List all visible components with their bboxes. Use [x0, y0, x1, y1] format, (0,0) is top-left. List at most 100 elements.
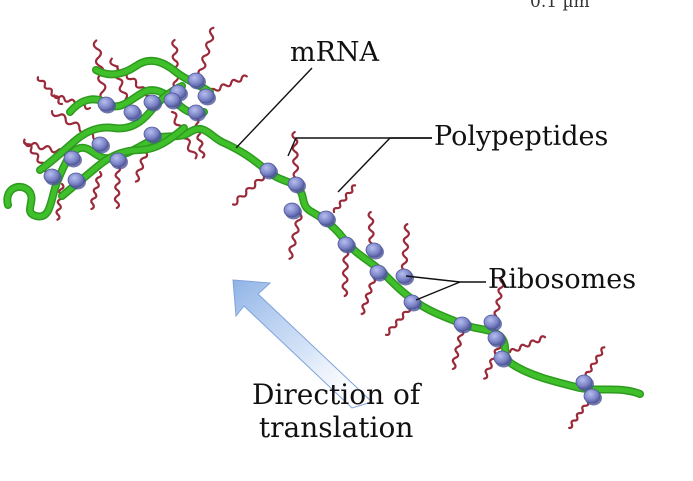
ribosome	[63, 150, 82, 168]
ribosome	[583, 388, 602, 406]
polypeptide-chain	[384, 306, 412, 337]
polypeptide-chain	[400, 223, 410, 272]
direction-arrow	[232, 279, 373, 409]
mrna-leader-line	[235, 67, 313, 149]
ribosome	[259, 162, 278, 180]
ribosome	[287, 176, 306, 194]
ribosome	[365, 242, 384, 260]
ribosome-body	[259, 162, 277, 178]
ribosome-body	[369, 264, 387, 280]
ribosome	[487, 330, 506, 348]
ribosome	[337, 236, 356, 254]
ribosome-body	[123, 104, 141, 120]
ribosomes-leader-line-1	[405, 275, 486, 283]
polypeptide-chain	[36, 76, 64, 106]
ribosome	[123, 104, 142, 122]
ribosome-body	[43, 168, 61, 184]
ribosome-body	[575, 374, 593, 390]
ribosome-body	[453, 316, 471, 332]
polypeptide-chain	[171, 38, 180, 90]
polypeptide-chain	[341, 248, 350, 298]
ribosome	[163, 92, 182, 110]
polypeptide-chain	[50, 110, 102, 142]
ribosome	[43, 168, 62, 186]
direction-label-line1: Direction of	[252, 378, 421, 411]
ribosome-body	[109, 152, 127, 168]
ribosome	[575, 374, 594, 392]
ribosome-body	[403, 294, 421, 310]
ribosome-body	[337, 236, 355, 252]
direction-label-line2: translation	[258, 411, 414, 445]
ribosome-body	[187, 104, 205, 120]
ribosome	[453, 316, 472, 334]
ribosome-body	[143, 126, 161, 142]
ribosome	[109, 152, 128, 170]
ribosome	[67, 172, 86, 190]
polypeptide-chains	[22, 26, 606, 430]
ribosome-body	[287, 176, 305, 192]
ribosomes-label: Ribosomes	[488, 264, 637, 295]
ribosome-body	[163, 92, 181, 108]
leader-lines	[235, 67, 486, 301]
scale-label: 0.1 µm	[530, 0, 590, 12]
ribosome-body	[317, 210, 335, 226]
polypeptide-chain	[208, 74, 248, 94]
polypeptide-chain	[360, 276, 377, 316]
ribosome-body	[67, 172, 85, 188]
ribosome	[395, 268, 414, 286]
polypeptide-chain	[483, 342, 502, 380]
ribosome-body	[91, 136, 109, 152]
polypeptide-chain	[197, 26, 215, 78]
ribosome-body	[187, 72, 205, 88]
ribosome-body	[197, 88, 215, 104]
ribosome-group	[43, 72, 602, 406]
ribosome	[493, 350, 512, 368]
ribosome	[91, 136, 110, 154]
polypeptide-chain	[90, 170, 103, 211]
ribosome-body	[483, 314, 501, 330]
polypeptide-chain	[288, 212, 303, 260]
ribosomes-leader-line-2	[415, 281, 461, 301]
ribosome	[197, 88, 216, 106]
polypeptide-chain	[584, 346, 606, 378]
ribosome	[369, 264, 388, 282]
ribosome	[483, 314, 502, 332]
ribosome	[97, 96, 116, 114]
ribosome-body	[583, 388, 601, 404]
polypeptide-chain	[194, 116, 206, 159]
mrna-label: mRNA	[290, 37, 380, 68]
mrna-strand-shadow-1	[3, 124, 644, 398]
direction-label: Direction of translation	[252, 378, 420, 444]
mrna-strand-segment-2	[67, 87, 207, 117]
polypeptide-chain	[451, 328, 465, 371]
mrna-strand-segment-1	[4, 126, 643, 397]
ribosome	[143, 94, 162, 112]
polypeptide-chain	[493, 275, 505, 318]
polypeptides-leader-line-1	[287, 137, 432, 157]
polypeptides-leader-line-2	[337, 137, 432, 193]
ribosome	[187, 72, 206, 90]
ribosome-body	[143, 94, 161, 110]
ribosome-body	[493, 350, 511, 366]
ribosome	[317, 210, 336, 228]
ribosome-body	[365, 242, 383, 258]
ribosome-body	[63, 150, 81, 166]
polypeptide-chain	[113, 164, 122, 210]
ribosome	[187, 104, 206, 122]
polypeptides-label: Polypeptides	[434, 121, 609, 152]
ribosome	[283, 202, 302, 220]
ribosome-body	[283, 202, 301, 218]
polypeptide-chain	[53, 94, 92, 111]
polypeptide-chain	[332, 184, 357, 214]
ribosome-body	[97, 96, 115, 112]
polypeptide-chain	[109, 57, 130, 108]
polypeptide-chain	[55, 182, 65, 221]
ribosome-body	[487, 330, 505, 346]
polypeptide-chain	[508, 335, 547, 354]
ribosome	[403, 294, 422, 312]
polypeptide-chain	[231, 174, 266, 206]
polypeptide-chain	[568, 400, 590, 430]
ribosome	[143, 126, 162, 144]
